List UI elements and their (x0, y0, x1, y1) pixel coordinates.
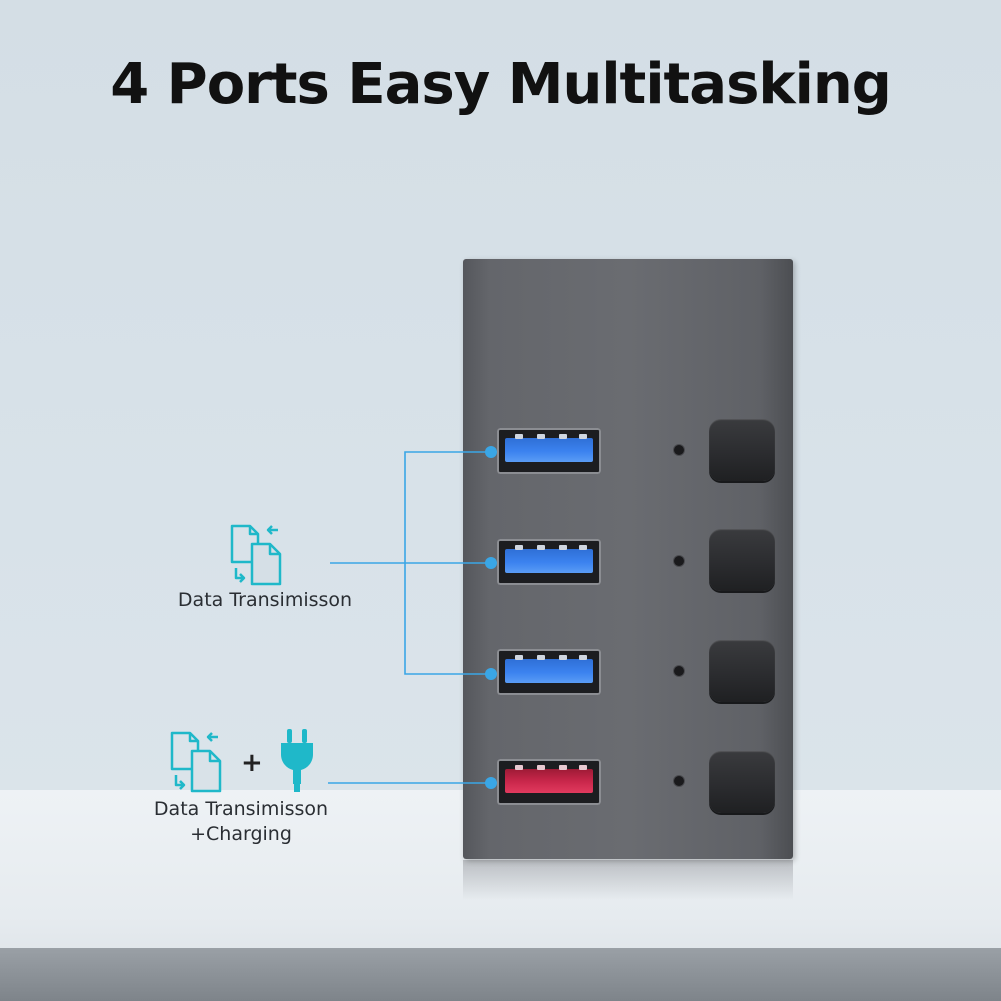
usb-port-4 (497, 759, 601, 805)
power-switch-2[interactable] (709, 529, 775, 591)
port-tongue (505, 659, 593, 683)
port-tongue (505, 769, 593, 793)
file-transfer-icon (230, 524, 282, 586)
usb-hub (463, 259, 793, 859)
data-transmission-label: Data Transimisson (177, 589, 353, 611)
plus-sign: + (241, 748, 263, 778)
data-charging-label-line2: +Charging (190, 823, 292, 845)
hub-reflection (463, 860, 793, 900)
callout-lines (328, 451, 491, 784)
bottom-band (0, 948, 1001, 1001)
port-tongue (505, 438, 593, 462)
callout-dots (485, 446, 497, 789)
power-plug-icon (281, 729, 313, 792)
power-switch-1[interactable] (709, 419, 775, 481)
port-tongue (505, 549, 593, 573)
status-led-1 (674, 445, 684, 455)
page-title: 4 Ports Easy Multitasking (110, 52, 892, 117)
usb-port-1 (497, 428, 601, 474)
data-charging-label-line1: Data Transimisson (153, 798, 329, 820)
status-led-4 (674, 776, 684, 786)
status-led-3 (674, 666, 684, 676)
power-switch-4[interactable] (709, 751, 775, 813)
status-led-2 (674, 556, 684, 566)
usb-port-3 (497, 649, 601, 695)
usb-port-2 (497, 539, 601, 585)
power-switch-3[interactable] (709, 640, 775, 702)
file-transfer-icon (170, 731, 222, 793)
